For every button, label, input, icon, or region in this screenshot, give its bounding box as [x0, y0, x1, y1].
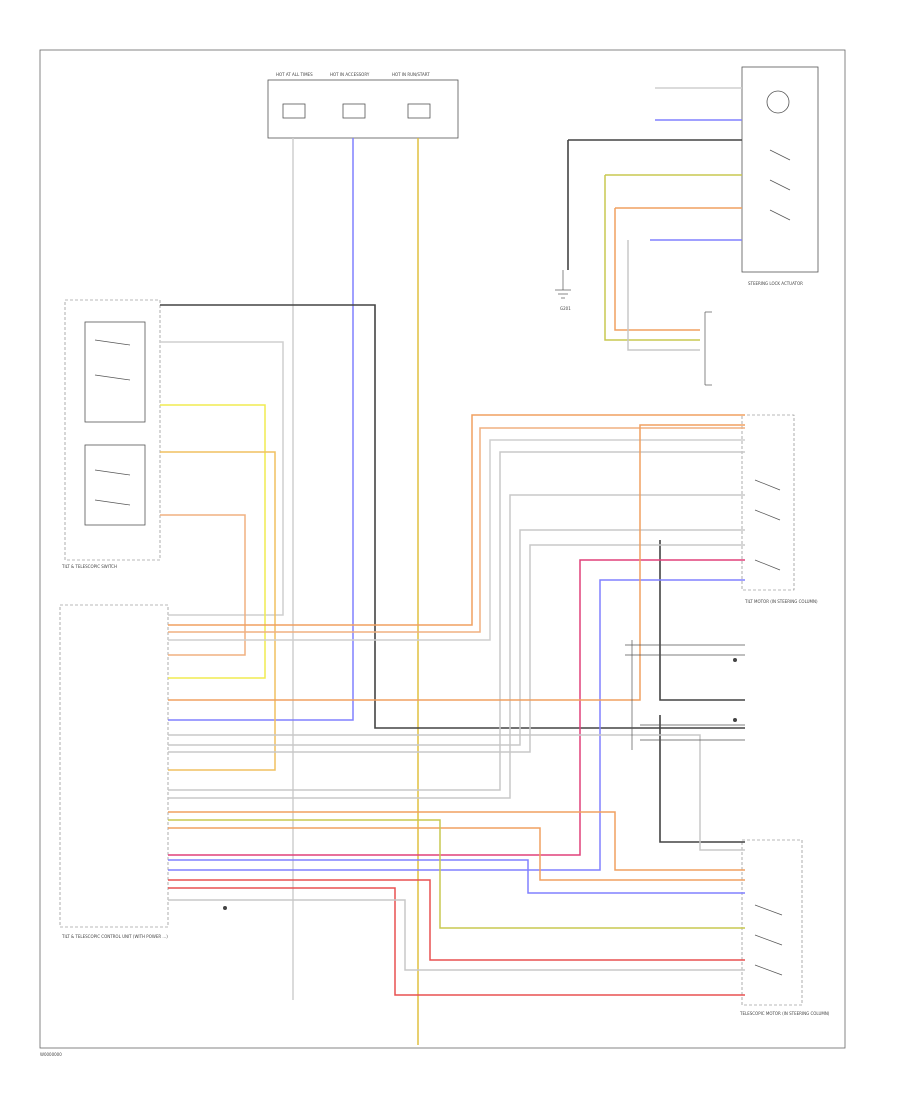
- wire-white-switch: [160, 341, 284, 616]
- telescopic-motor: TELESCOPIC MOTOR (IN STEERING COLUMN): [739, 839, 830, 1016]
- wire-orange-2: [168, 427, 745, 633]
- junction-dot-2: [733, 718, 737, 722]
- wire-orange-switch-2: [160, 514, 246, 656]
- tilt-motor-switch-1: [754, 479, 781, 491]
- tilt-motor: TILT MOTOR (IN STEERING COLUMN): [741, 414, 818, 604]
- tele-motor-switch-2: [754, 934, 783, 946]
- wire-black-top: [160, 304, 745, 729]
- right-small-components: [223, 640, 745, 910]
- junction-dot-3: [223, 906, 227, 910]
- tele-motor-switch-3: [754, 964, 783, 976]
- actuator-lamp-icon: [766, 90, 790, 114]
- wire-red-2: [168, 887, 745, 996]
- tilt-motor-switch-2: [754, 509, 781, 521]
- tilt-motor-switch-3: [754, 559, 781, 571]
- actuator-switch-2: [769, 179, 791, 191]
- wire-white-2: [168, 451, 745, 791]
- fuse-element-2: [342, 103, 366, 119]
- wire-orange-5: [168, 811, 745, 871]
- wire-pink-1: [168, 559, 745, 856]
- actuator-switch-3: [769, 209, 791, 221]
- wire-black-right-1: [659, 540, 745, 701]
- switch-contact-1: [94, 339, 131, 346]
- switch-contact-3: [94, 469, 131, 476]
- wire-orange-3: [168, 424, 745, 701]
- wire-blue-1: [168, 579, 745, 871]
- wires: [160, 87, 745, 1045]
- tilt-telescopic-switch: TILT & TELESCOPIC SWITCH: [61, 299, 161, 569]
- wire-red-1: [168, 879, 745, 961]
- wire-yellow-switch: [160, 404, 266, 679]
- right-mid-caption: TILT MOTOR (IN STEERING COLUMN): [744, 599, 818, 604]
- actuator-switch-1: [769, 149, 791, 161]
- tele-motor-switch-1: [754, 904, 783, 916]
- wire-orange-act-drop: [614, 208, 700, 331]
- fuse-element-3: [407, 103, 431, 119]
- control-unit: TILT & TELESCOPIC CONTROL UNIT (WITH POW…: [59, 604, 169, 939]
- fuse-label-3: HOT IN RUN/START: [392, 72, 430, 77]
- wire-blue-2: [168, 859, 745, 894]
- left-switch-caption: TILT & TELESCOPIC SWITCH: [61, 564, 117, 569]
- wire-olive-act-drop: [604, 175, 700, 341]
- switch-contact-4: [94, 499, 131, 506]
- wire-olive-1: [168, 819, 745, 929]
- switch-tilt-box: [84, 321, 146, 423]
- fuse-element-1: [282, 103, 306, 119]
- fuse-block: HOT AT ALL TIMES HOT IN ACCESSORY HOT IN…: [267, 72, 459, 139]
- right-connector: [704, 311, 712, 386]
- control-unit-caption: TILT & TELESCOPIC CONTROL UNIT (WITH POW…: [61, 934, 168, 939]
- tilt-motor-outline: [741, 414, 795, 591]
- steering-lock-actuator: STEERING LOCK ACTUATOR: [741, 66, 819, 286]
- diagram-frame: [39, 49, 846, 1049]
- ground-symbol: G201: [555, 270, 571, 311]
- wire-white-4: [168, 529, 745, 746]
- right-bottom-caption: TELESCOPIC MOTOR (IN STEERING COLUMN): [739, 1011, 830, 1016]
- junction-dot-1: [733, 658, 737, 662]
- wire-blue-fuse2: [168, 138, 354, 721]
- wire-white-7: [168, 899, 745, 971]
- wire-white-3: [168, 494, 745, 799]
- wire-white-5: [168, 544, 745, 753]
- switch-outline: [64, 299, 161, 561]
- wire-orange-4: [168, 827, 745, 881]
- ground-label: G201: [560, 306, 571, 311]
- wire-black-right-2: [659, 715, 745, 843]
- fuse-label-1: HOT AT ALL TIMES: [276, 72, 313, 77]
- fuse-label-2: HOT IN ACCESSORY: [330, 72, 370, 77]
- wire-orange-switch-1: [160, 451, 276, 771]
- wire-white-6: [168, 734, 745, 851]
- right-top-caption: STEERING LOCK ACTUATOR: [748, 281, 803, 286]
- switch-tele-box: [84, 444, 146, 526]
- wire-white-act: [627, 240, 700, 351]
- telescopic-motor-outline: [741, 839, 803, 1006]
- page-code: W0000000: [40, 1052, 62, 1057]
- wire-white-1: [168, 439, 745, 641]
- wire-orange-1: [168, 414, 745, 626]
- control-unit-outline: [59, 604, 169, 928]
- switch-contact-2: [94, 374, 131, 381]
